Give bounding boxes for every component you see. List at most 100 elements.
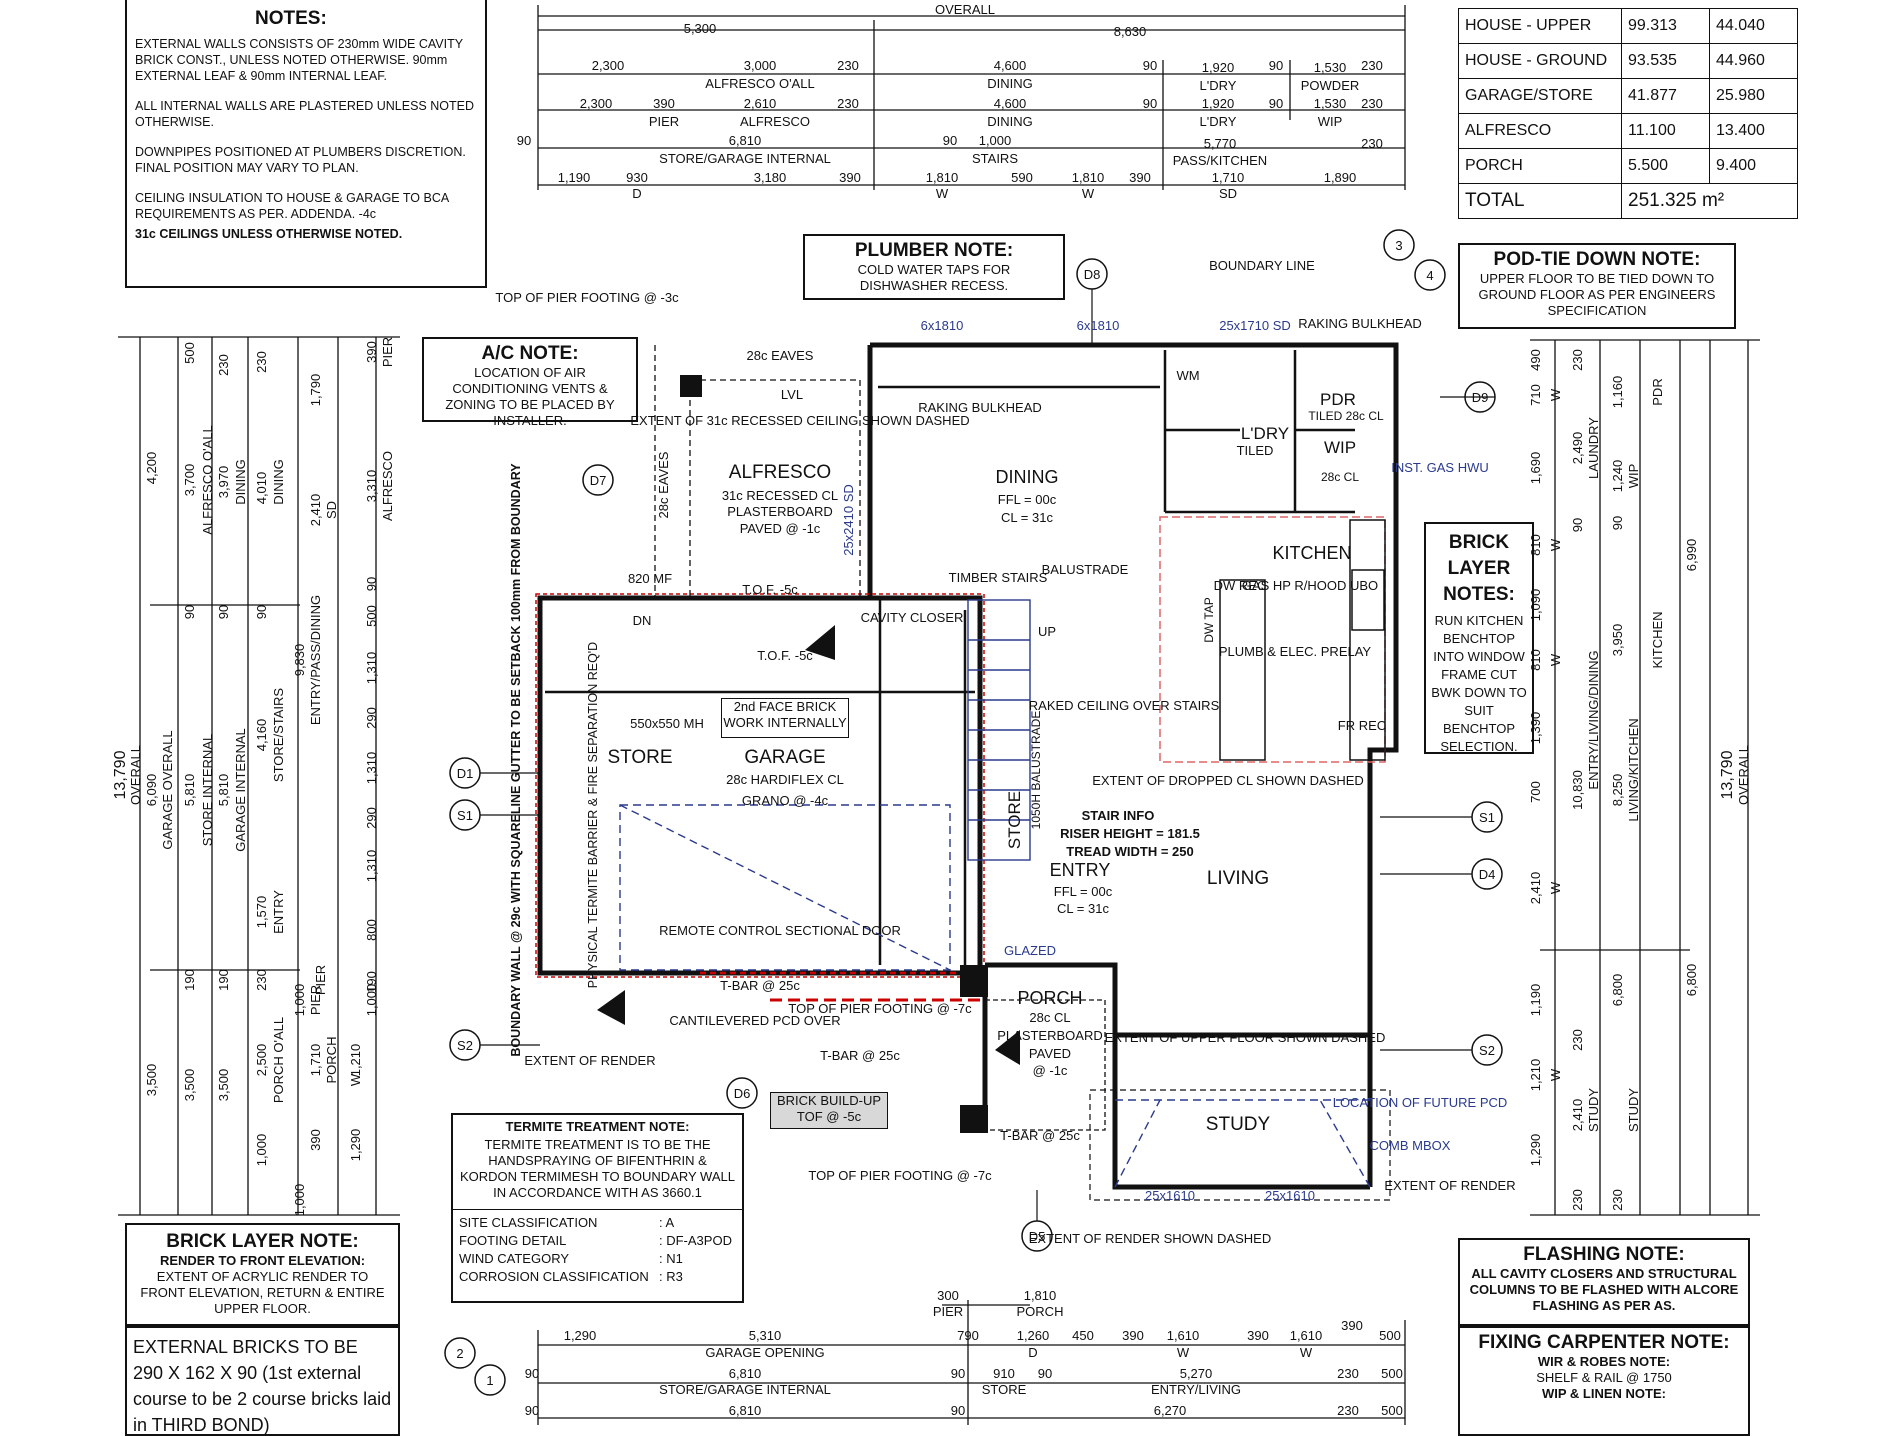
raking-bulkhead-label: RAKING BULKHEAD: [1298, 316, 1422, 331]
dim-overall-top: OVERALL: [935, 2, 995, 17]
dim-l3: 230: [216, 354, 231, 376]
dim-r2: 90: [1269, 58, 1283, 73]
dim-r2-label: ENTRY/LIVING/DINING: [1586, 650, 1601, 789]
dim-l4-label: STORE/STAIRS: [271, 688, 286, 782]
dim-r3: 1,920: [1202, 96, 1235, 111]
dim-b3: 6,810: [729, 1366, 762, 1381]
dim-l4-label: PORCH O'ALL: [271, 1017, 286, 1103]
pier-top-label-3: TOP OF PIER FOOTING @ -7c: [808, 1168, 992, 1183]
dim-r3: 6,800: [1610, 974, 1625, 1007]
dim-r4: 6,810: [729, 133, 762, 148]
dim-b3: 5,270: [1180, 1366, 1213, 1381]
spec-row: FOOTING DETAIL: DF-A3POD: [459, 1232, 736, 1250]
plumb-prelay-label: PLUMB & ELEC. PRELAY: [1219, 644, 1372, 659]
notes-title: NOTES:: [255, 8, 327, 29]
table-row: PORCH 5.500 9.400: [1458, 148, 1798, 184]
upper-floor-label: EXTENT OF UPPER FLOOR SHOWN DASHED: [1105, 1030, 1386, 1045]
dim-l2: 3,500: [182, 1069, 197, 1102]
dim-r5-label: W: [936, 186, 949, 201]
extent-render-label-1: EXTENT OF RENDER: [524, 1053, 655, 1068]
remote-door-label: REMOTE CONTROL SECTIONAL DOOR: [659, 923, 901, 938]
dim-r1: 1,190: [1528, 984, 1543, 1017]
timber-stairs-label: TIMBER STAIRS: [949, 570, 1048, 585]
brick-layer-note-sub: RENDER TO FRONT ELEVATION:: [159, 1253, 366, 1268]
dim-b4: 230: [1337, 1403, 1359, 1418]
inst-gas-label: INST. GAS HWU: [1391, 460, 1489, 475]
dim-r2-label: ALFRESCO O'ALL: [705, 76, 814, 91]
alfresco-paved: PAVED @ -1c: [740, 521, 821, 536]
fixing-carpenter-note-box: FIXING CARPENTER NOTE: WIR & ROBES NOTE:…: [1458, 1326, 1750, 1436]
area-value-2: 44.960: [1709, 43, 1798, 79]
dim-r1-label: W: [1548, 538, 1563, 551]
up-label: UP: [1038, 624, 1056, 639]
brick-buildup-box: BRICK BUILD-UP TOF @ -5c: [770, 1092, 888, 1129]
area-value-2: 44.040: [1709, 8, 1798, 44]
tbar-label-3: T-BAR @ 25c: [1000, 1128, 1080, 1143]
spec-key: SITE CLASSIFICATION: [459, 1215, 598, 1230]
spec-key: FOOTING DETAIL: [459, 1233, 567, 1248]
mf-label: 820 MF: [628, 571, 672, 586]
fixing-note-title: FIXING CARPENTER NOTE:: [1478, 1332, 1730, 1353]
dim-r5: 930: [626, 170, 648, 185]
spec-row: SITE CLASSIFICATION: A: [459, 1214, 736, 1232]
sd-window-label: 25x2410 SD: [841, 484, 856, 556]
dim-r4: 1,000: [979, 133, 1012, 148]
dim-left-overall-label: OVERALL: [128, 745, 143, 805]
dim-b3-label: STORE: [982, 1382, 1027, 1397]
pier-3: [680, 375, 702, 397]
room-store-2: STORE: [1005, 791, 1024, 849]
dropped-ceiling-outline: [1159, 516, 1386, 763]
dim-r5: 1,810: [1072, 170, 1105, 185]
dim-l6: 190: [364, 971, 379, 993]
brick-layer-notes-title: BRICK LAYER NOTES:: [1443, 532, 1515, 605]
dim-r3: 90: [1610, 516, 1625, 530]
kitchen-cooktop: [1351, 569, 1385, 631]
note-item-ceilings: 31c CEILINGS UNLESS OTHERWISE NOTED.: [135, 227, 403, 241]
marker-labels: D8 D9 D7 D1 S1 S2 D6 D5 S1 D4 S2 3 4 2 1: [456, 238, 1495, 1388]
dim-r1: 230: [1570, 1189, 1585, 1211]
dim-l2-label: ALFRESCO O'ALL: [200, 425, 215, 534]
right-dimension-text: 13,790 OVERALL 490 710 1,690 810 1,090 8…: [1528, 349, 1751, 1211]
stair-riser: RISER HEIGHT = 181.5: [1060, 826, 1200, 841]
dn-label: DN: [633, 613, 652, 628]
brick-layer-note-box: BRICK LAYER NOTE: RENDER TO FRONT ELEVAT…: [125, 1223, 400, 1326]
dim-r2-label: DINING: [987, 76, 1033, 91]
dim-b2: 390: [1122, 1328, 1144, 1343]
dim-r4: 6,800: [1684, 964, 1699, 997]
dim-l4-label: DINING: [271, 459, 286, 505]
dim-r2: 1,530: [1314, 60, 1347, 75]
dim-l5-label: ENTRY/PASS/DINING: [308, 595, 323, 725]
dim-r4-label: PASS/KITCHEN: [1173, 153, 1267, 168]
dim-r3: 2,300: [580, 96, 613, 111]
general-notes-box: NOTES: EXTERNAL WALLS CONSISTS OF 230mm …: [125, 0, 487, 288]
area-value-2: 13.400: [1709, 113, 1798, 149]
table-row-total: TOTAL 251.325 m²: [1458, 183, 1798, 219]
alfresco-cl: 31c RECESSED CL: [722, 488, 838, 503]
area-value-2: 9.400: [1709, 148, 1798, 184]
dim-r3: 1,160: [1610, 376, 1625, 409]
dim-l4: 230: [254, 969, 269, 991]
dim-l6: 1,210: [348, 1044, 363, 1077]
dim-r5: 1,190: [558, 170, 591, 185]
dim-l2: 90: [182, 605, 197, 619]
entry-cl: CL = 31c: [1057, 901, 1109, 916]
dim-l4: 2,500: [254, 1044, 269, 1077]
dim-l3: 90: [216, 605, 231, 619]
dim-r3: 390: [653, 96, 675, 111]
dim-l4: 1,570: [254, 896, 269, 929]
ac-note-box: A/C NOTE: LOCATION OF AIR CONDITIONING V…: [422, 337, 638, 428]
dim-l4: 4,010: [254, 472, 269, 505]
annotation-labels: BOUNDARY LINE RAKING BULKHEAD RAKING BUL…: [495, 258, 1515, 1246]
dim-r5-label: D: [632, 186, 641, 201]
marker-s2-left: S2: [457, 1038, 473, 1053]
cavity-closer-label: CAVITY CLOSER: [861, 610, 964, 625]
dim-l1: 6,090: [144, 774, 159, 807]
dim-b4: 6,810: [729, 1403, 762, 1418]
dim-r1: 810: [1528, 649, 1543, 671]
dim-b2: 450: [1072, 1328, 1094, 1343]
tbar-label-2: T-BAR @ 25c: [820, 1048, 900, 1063]
dim-r1-label: W: [1548, 1068, 1563, 1081]
dim-l6-label: ALFRESCO: [380, 451, 395, 521]
dim-l1-label: GARAGE OVERALL: [160, 730, 175, 849]
dim-b2-label: W: [1300, 1345, 1313, 1360]
